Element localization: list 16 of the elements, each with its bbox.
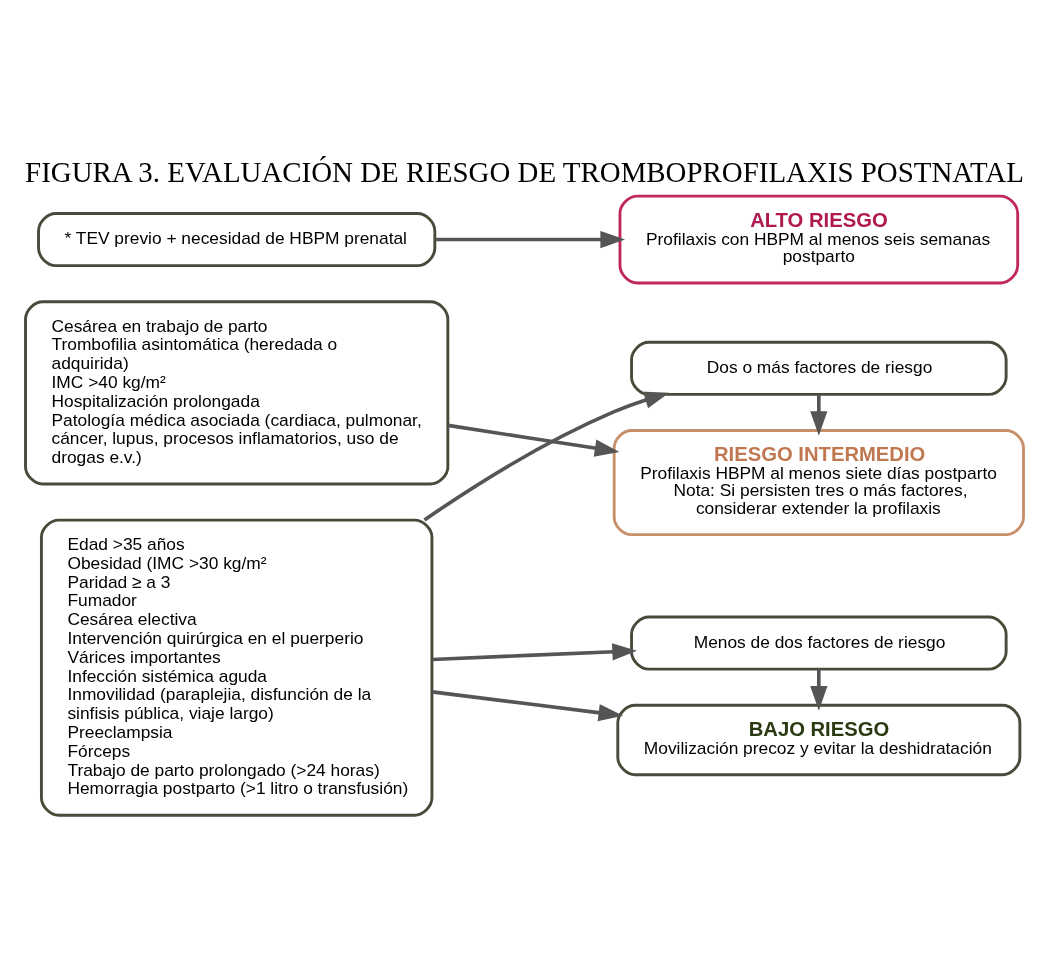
node-box: * TEV previo + necesidad de HBPM prenatal [37, 211, 437, 267]
diagram-title: FIGURA 3. EVALUACIÓN DE RIESGO DE TROMBOPROFILAXIS POSTNATAL [25, 155, 1024, 188]
node-box: Menos de dos factores de riesgo [630, 615, 1008, 671]
node-box: Edad >35 años Obesidad (IMC >30 kg/m² Paridad ≥ a 3 Fumador Cesárea electiva Intervención quirúrgica en el puerperio Várices importantes Infección sistémica aguda Inmovilidad (paraplejia, disfunción de la sinfisis pública, viaje largo) Preeclampsia Fórceps Trabajo de parto prolongado (>24 horas) Hemorragia postparto (>1 litro o transfusión) [39, 518, 434, 817]
arrow [435, 230, 625, 248]
node-box: Dos o más factores de riesgo [630, 340, 1008, 396]
arrow [810, 393, 828, 436]
arrow [423, 391, 670, 521]
arrow [432, 689, 624, 721]
node-box: BAJO RIESGO Movilización precoz y evitar la deshidratación [616, 703, 1022, 776]
node-box: ALTO RIESGO Profilaxis con HBPM al menos seis semanas postparto [618, 194, 1020, 284]
arrow [432, 642, 637, 661]
node-box: Cesárea en trabajo de parto Trombofilia asintomática (heredada o adquirida) IMC >40 kg/m² Hospitalización prolongada Patología médica asociada (cardiaca, pulmonar, cáncer, lupus, procesos inflamatorios, uso de drogas e.v.) [24, 299, 450, 485]
node-box: RIESGO INTERMEDIO Profilaxis HBPM al menos siete días postparto Nota: Si persisten tres o más factores, considerar extender la profilaxis [612, 428, 1025, 536]
arrow [810, 668, 828, 711]
arrow [447, 423, 620, 457]
